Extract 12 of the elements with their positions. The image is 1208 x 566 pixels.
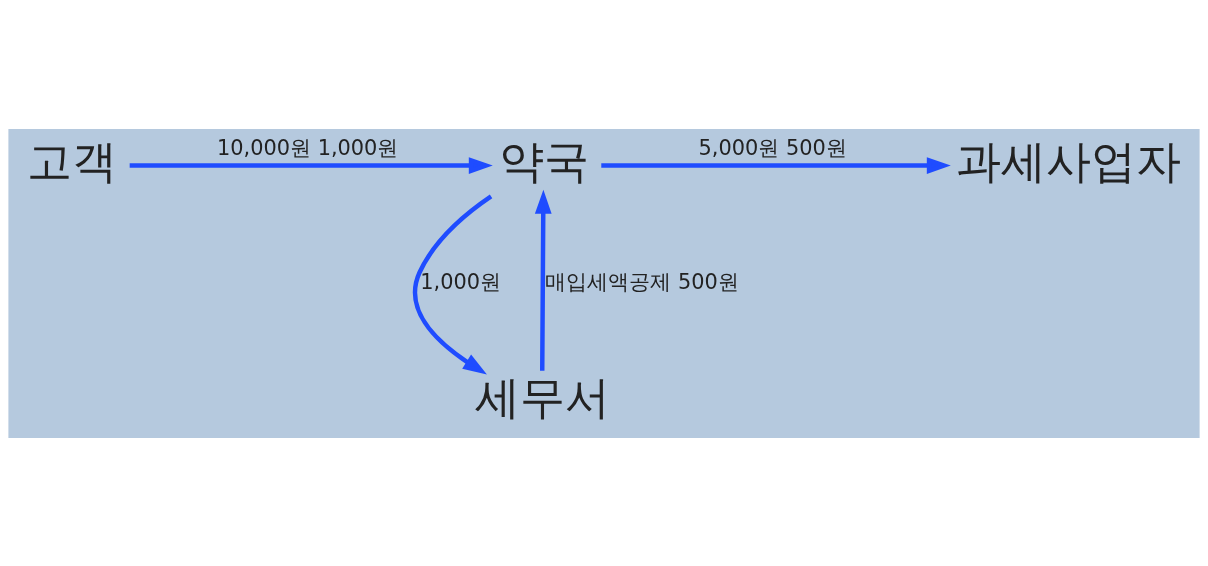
arrow (412, 194, 493, 374)
node-text: 세무서 (474, 370, 610, 424)
arrow (601, 156, 951, 174)
node-text: 약국 (498, 134, 589, 188)
edge-label: 1,000원 (420, 269, 502, 294)
arrow (129, 156, 493, 174)
node-text: 고객 (26, 134, 117, 188)
edge-label: 10,000원 1,000원 (216, 135, 399, 160)
arrow (534, 189, 552, 371)
node-text: 과세사업자 (956, 134, 1182, 188)
edge-label: 5,000원 500원 (698, 135, 847, 160)
edge-label: 매입세액공제 500원 (545, 269, 739, 294)
